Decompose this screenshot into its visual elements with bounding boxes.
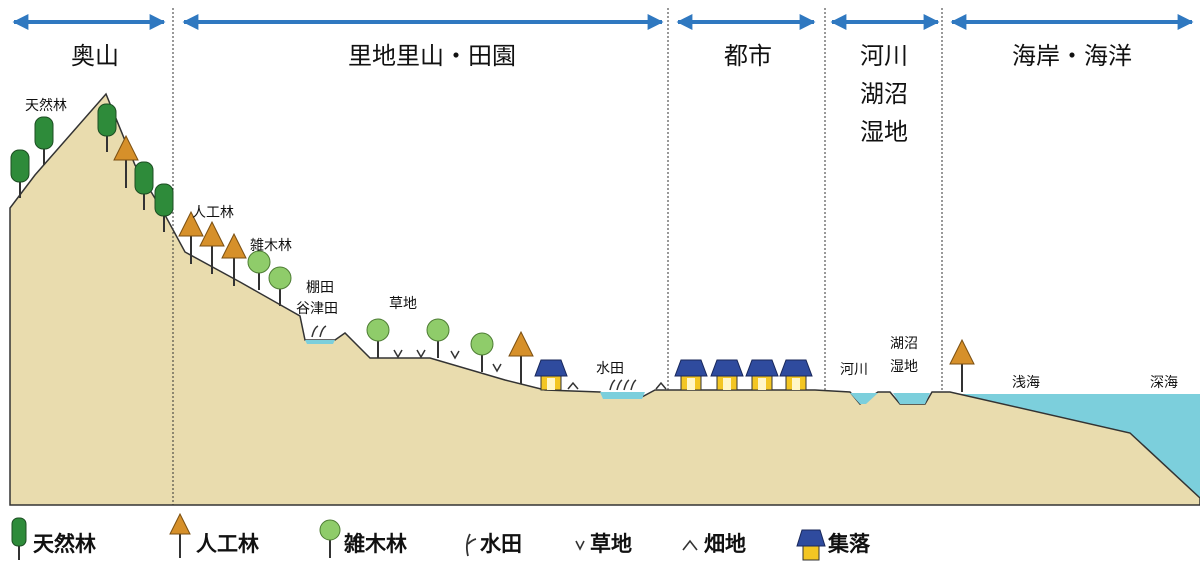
label-souchi: 草地 (389, 296, 417, 312)
field-marks (567, 381, 667, 390)
label-shicchi: 湿地 (890, 359, 918, 375)
river-water (850, 393, 878, 404)
planted-forest-tree (178, 210, 204, 264)
natural-forest-tree (154, 183, 174, 232)
coppice-tree (470, 332, 494, 372)
zone-heading-kasen-line3: 湿地 (860, 118, 908, 146)
natural-forest-tree (10, 149, 30, 198)
zone-heading-toshi: 都市 (724, 42, 772, 70)
legend-item-hatachi: 畑地 (682, 532, 746, 556)
planted-forest-tree (508, 330, 534, 384)
zone-heading-kasen-line1: 河川 (860, 42, 908, 70)
label-jinkourin: 人工林 (192, 205, 234, 221)
legend-label-hatachi: 畑地 (704, 532, 746, 556)
settlement-house (710, 359, 744, 391)
coppice-tree (426, 318, 450, 358)
legend: 天然林 人工林 雑木林 水田 草地 畑地 集落 (11, 512, 871, 561)
legend-label-tennenrin: 天然林 (33, 532, 96, 556)
settlement-house (534, 359, 568, 391)
legend-item-tennenrin: 天然林 (11, 517, 96, 560)
lake-water (893, 393, 930, 404)
legend-label-shuuraku: 集落 (827, 532, 871, 556)
label-shinkai: 深海 (1150, 375, 1178, 391)
natural-forest-tree (34, 116, 54, 165)
settlement-house (674, 359, 708, 391)
planted-forest-trees (113, 134, 975, 392)
coppice-tree (366, 318, 390, 358)
zone-heading-kaigan: 海岸・海洋 (1012, 42, 1132, 70)
suiden-water (600, 392, 645, 399)
settlement-house (745, 359, 779, 391)
grassland-icon (575, 540, 585, 551)
tanada-water (305, 340, 335, 344)
label-tennenrin: 天然林 (25, 97, 67, 114)
sea-area (945, 394, 1200, 505)
grassland-marks (393, 349, 502, 373)
legend-label-jinkourin: 人工林 (196, 532, 259, 556)
coppice-tree (247, 250, 271, 290)
coppice-tree-icon (319, 519, 341, 558)
land-cross-section (9, 92, 1200, 506)
rice-paddy-icon (465, 533, 477, 557)
legend-label-suiden: 水田 (480, 532, 522, 556)
zone-dividers (172, 8, 943, 505)
coppice-tree (268, 266, 292, 306)
label-senkai: 浅海 (1012, 375, 1040, 391)
legend-item-zoukibayashi: 雑木林 (319, 519, 407, 558)
label-suiden: 水田 (596, 361, 624, 377)
legend-item-jinkourin: 人工林 (169, 512, 259, 558)
label-kasen: 河川 (840, 362, 868, 378)
planted-forest-tree (221, 232, 247, 286)
natural-forest-tree (97, 103, 117, 152)
settlement-house-icon (796, 529, 826, 561)
planted-forest-tree-icon (169, 512, 191, 558)
rice-paddy-marks (311, 325, 637, 391)
planted-forest-tree (113, 134, 139, 188)
natural-forest-trees (10, 103, 174, 232)
label-tanada: 棚田 (306, 280, 334, 296)
legend-label-souchi: 草地 (590, 532, 632, 556)
field-icon (682, 539, 698, 551)
label-koshou: 湖沼 (890, 336, 918, 352)
legend-item-suiden: 水田 (465, 532, 522, 557)
planted-forest-tree (949, 338, 975, 392)
zone-heading-kasen-line2: 湖沼 (860, 80, 908, 108)
settlements (534, 359, 813, 391)
zone-heading-satochi: 里地里山・田園 (348, 42, 516, 70)
label-zoukibayashi: 雑木林 (250, 238, 292, 254)
legend-item-shuuraku: 集落 (796, 529, 871, 561)
zone-heading-okuyama: 奥山 (71, 42, 119, 70)
legend-label-zoukibayashi: 雑木林 (343, 532, 407, 556)
planted-forest-tree (199, 220, 225, 274)
natural-forest-tree (134, 161, 154, 210)
natural-forest-tree-icon (11, 517, 27, 560)
legend-item-souchi: 草地 (575, 532, 632, 556)
label-yatsuda: 谷津田 (296, 301, 338, 317)
coppice-trees (247, 250, 494, 372)
settlement-house (779, 359, 813, 391)
